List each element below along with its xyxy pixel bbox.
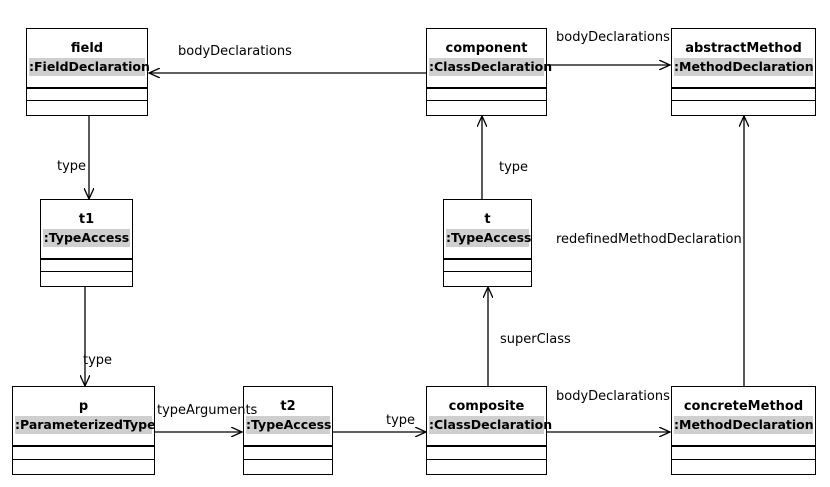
node-t1-type: :TypeAccess [43,229,130,247]
label-component-abstractmethod: bodyDeclarations [556,30,670,45]
label-t1-p: type [83,353,113,368]
node-component[interactable]: component :ClassDeclaration [426,28,553,116]
node-t[interactable]: t :TypeAccess [443,199,532,287]
label-composite-concretemethod: bodyDeclarations [556,389,670,404]
divider [41,271,132,272]
divider [27,100,147,101]
label-component-field: bodyDeclarations [178,44,292,59]
node-abstractmethod-type: :MethodDeclaration [674,58,814,76]
divider [672,87,815,89]
node-t2-name: t2 [280,399,296,414]
node-p-type: :ParameterizedType [15,416,156,434]
divider [427,87,546,89]
node-component-name: component [445,41,528,56]
node-t1[interactable]: t1 :TypeAccess [40,199,133,287]
node-t-type: :TypeAccess [446,229,532,247]
divider [444,258,531,260]
divider [427,459,546,460]
label-p-t2: typeArguments [157,403,258,418]
node-t-name: t [484,212,491,227]
label-t-component: type [499,160,529,175]
label-field-t1: type [57,159,87,174]
node-field[interactable]: field :FieldDeclaration [26,28,150,116]
divider [244,445,332,447]
divider [444,271,531,272]
divider [672,100,815,101]
node-abstractmethod-name: abstractMethod [685,41,802,56]
node-composite[interactable]: composite :ClassDeclaration [426,386,553,475]
node-composite-type: :ClassDeclaration [429,416,553,434]
divider [27,87,147,89]
divider [244,459,332,460]
divider [672,459,815,460]
label-composite-t: superClass [500,332,571,347]
node-abstractmethod[interactable]: abstractMethod :MethodDeclaration [671,28,816,116]
divider [41,258,132,260]
node-field-type: :FieldDeclaration [29,58,150,76]
divider [13,445,154,447]
node-component-type: :ClassDeclaration [429,58,553,76]
node-composite-name: composite [448,399,525,414]
label-concretemethod-abstractmethod: redefinedMethodDeclaration [556,232,742,247]
label-t2-composite: type [386,413,416,428]
node-t2-type: :TypeAccess [246,416,332,434]
divider [672,445,815,447]
node-field-name: field [70,41,104,56]
divider [427,445,546,447]
node-t2[interactable]: t2 :TypeAccess [243,386,333,475]
node-concretemethod-name: concreteMethod [683,399,804,414]
divider [13,459,154,460]
node-concretemethod-type: :MethodDeclaration [674,416,814,434]
node-p[interactable]: p :ParameterizedType [12,386,156,475]
node-concretemethod[interactable]: concreteMethod :MethodDeclaration [671,386,816,475]
node-t1-name: t1 [78,212,95,227]
divider [427,100,546,101]
node-p-name: p [78,399,89,414]
